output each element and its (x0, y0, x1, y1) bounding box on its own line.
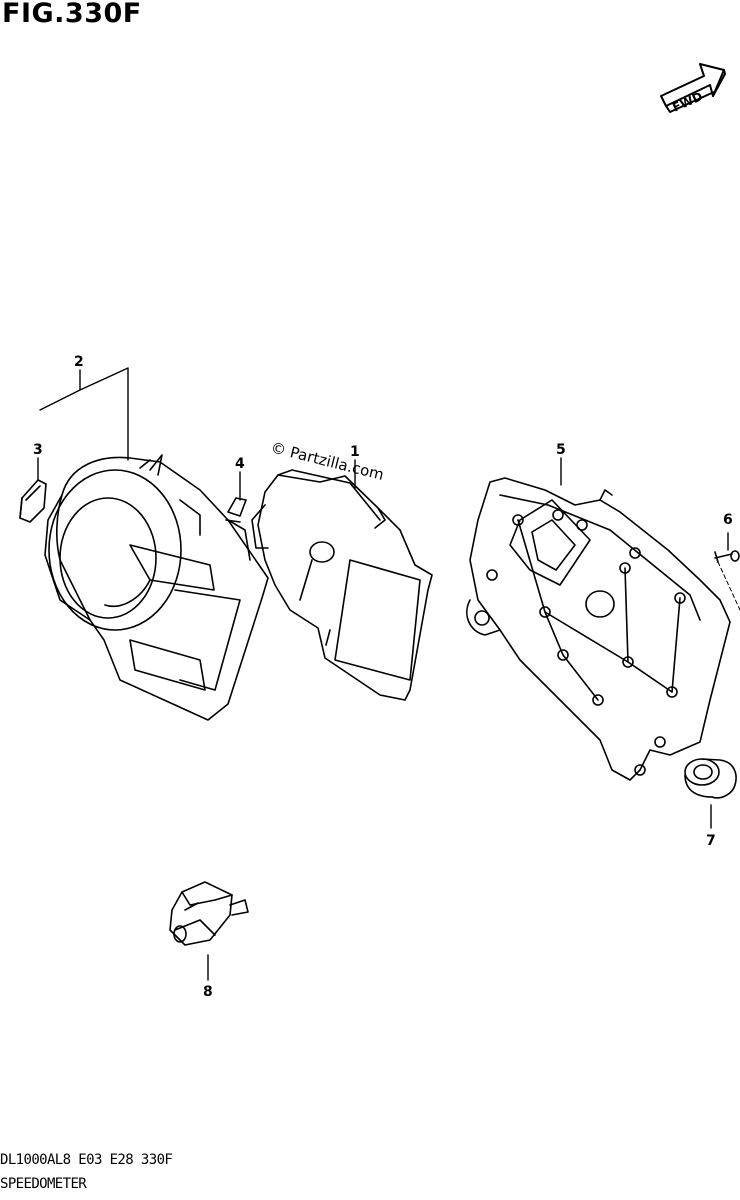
part-1-meter-assembly (251, 469, 433, 701)
part-5-lower-case (466, 477, 731, 781)
footer-model-code: DL1000AL8 E03 E28 330F (0, 1152, 173, 1168)
leader-lines (37, 367, 729, 981)
callout-3: 3 (33, 442, 43, 458)
callout-1: 1 (350, 444, 360, 460)
part-6-screw (714, 550, 740, 611)
fwd-arrow-icon: FWD (660, 63, 726, 115)
part-7-grommet (684, 758, 737, 799)
callout-2: 2 (74, 354, 84, 370)
part-4-cushion (225, 497, 247, 523)
part-2-meter-case (44, 454, 269, 721)
callout-6: 6 (723, 512, 733, 528)
part-3-clip (19, 479, 47, 523)
callout-5: 5 (556, 442, 566, 458)
part-8-socket (169, 881, 249, 946)
callout-8: 8 (203, 984, 213, 1000)
footer-section-name: SPEEDOMETER (0, 1176, 87, 1192)
figure-title: FIG.330F (2, 0, 142, 29)
callout-4: 4 (235, 456, 245, 472)
callout-7: 7 (706, 833, 716, 849)
